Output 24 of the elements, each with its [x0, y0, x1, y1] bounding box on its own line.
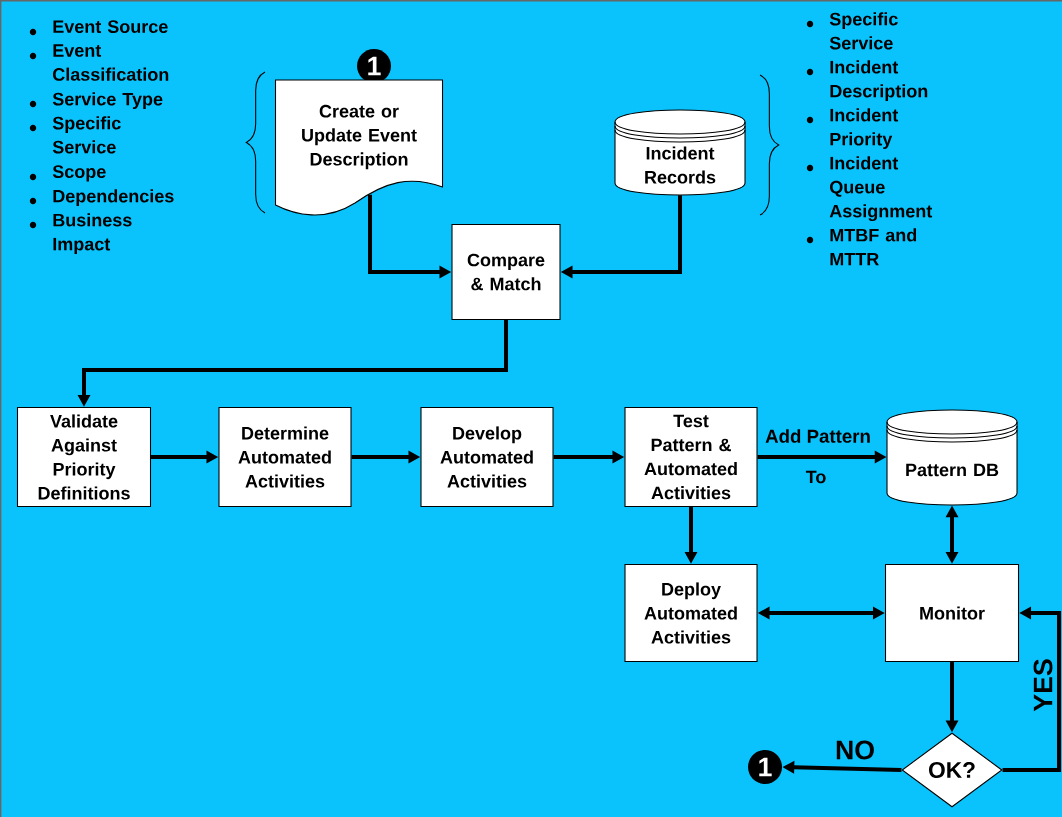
- bullet-item: MTBF and MTTR: [806, 228, 917, 266]
- bullet-item: Dependencies: [29, 189, 174, 207]
- database-cylinder: Incident Records: [614, 109, 746, 196]
- process-box: Deploy Automated Activities: [624, 563, 758, 663]
- bullet-item: Incident Description: [806, 60, 928, 102]
- bullet-item: Business Impact: [29, 213, 132, 255]
- edge-label: NO: [833, 739, 877, 761]
- bullet-item: Event Classification: [29, 44, 169, 81]
- process-box: Compare & Match: [451, 223, 561, 321]
- bullet-item: Scope: [29, 165, 106, 182]
- database-cylinder: Pattern DB: [886, 409, 1018, 506]
- bullet-item: Specific Service: [806, 12, 898, 50]
- process-box: Determine Automated Activities: [218, 406, 352, 508]
- bullet-item: Incident Queue Assignment: [806, 156, 933, 222]
- edge-label: YES: [1032, 657, 1054, 713]
- process-box: Develop Automated Activities: [420, 406, 554, 508]
- process-box: Test Pattern & Automated Activities: [624, 406, 758, 508]
- bullet-item: Service Type: [29, 92, 163, 110]
- bullet-item: Incident Priority: [806, 108, 899, 150]
- edge-text: To: [805, 470, 826, 484]
- process-box: Monitor: [884, 563, 1020, 663]
- bullet-item: Event Source: [29, 20, 168, 36]
- bullet-item: Specific Service: [29, 116, 121, 154]
- process-box: Validate Against Priority Definitions: [16, 406, 152, 508]
